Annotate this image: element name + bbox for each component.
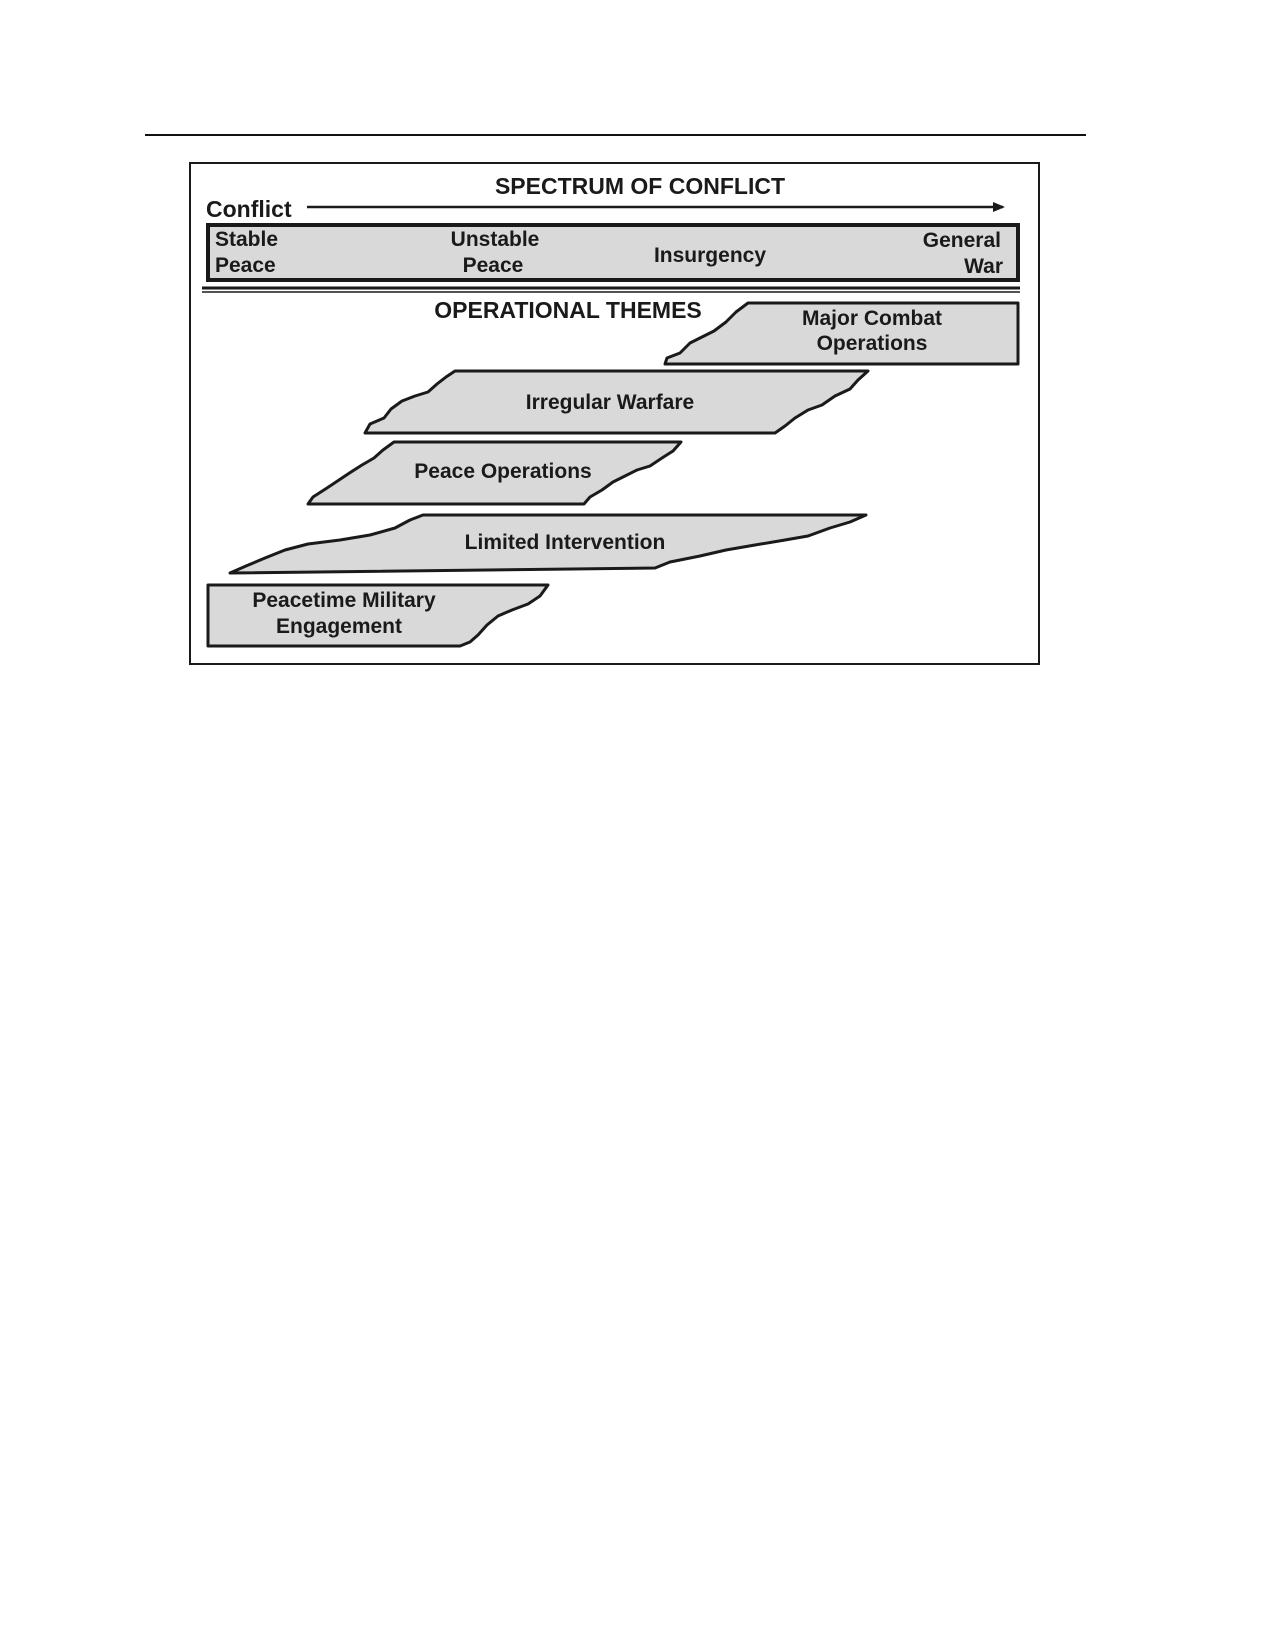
page-header-rule: [145, 134, 1086, 136]
spectrum-stable-peace-line1: Stable: [215, 228, 278, 251]
label-peacetime-engagement-line1: Peacetime Military: [252, 589, 436, 612]
spectrum-stable-peace-line2: Peace: [215, 254, 276, 277]
conflict-axis-label: Conflict: [206, 196, 292, 222]
label-irregular-warfare: Irregular Warfare: [526, 391, 694, 414]
spectrum-general-war-line1: General: [923, 229, 1001, 252]
operational-themes-heading: OPERATIONAL THEMES: [434, 297, 702, 323]
spectrum-insurgency: Insurgency: [654, 244, 766, 267]
spectrum-unstable-peace-line1: Unstable: [451, 228, 540, 251]
band-peacetime-military-engagement: [206, 583, 550, 648]
spectrum-bar: [206, 223, 1020, 282]
band-limited-intervention: [228, 513, 868, 575]
label-peacetime-engagement-line2: Engagement: [276, 615, 402, 638]
band-irregular-warfare: [363, 369, 870, 435]
band-major-combat-operations: [663, 301, 1020, 366]
label-major-combat-line2: Operations: [817, 332, 928, 355]
figure-title: SPECTRUM OF CONFLICT: [495, 173, 785, 199]
spectrum-general-war-line2: War: [964, 255, 1003, 278]
label-peace-operations: Peace Operations: [414, 460, 591, 483]
label-major-combat-line1: Major Combat: [802, 307, 942, 330]
spectrum-unstable-peace-line2: Peace: [463, 254, 524, 277]
band-peace-operations: [306, 440, 683, 506]
label-limited-intervention: Limited Intervention: [465, 531, 666, 554]
